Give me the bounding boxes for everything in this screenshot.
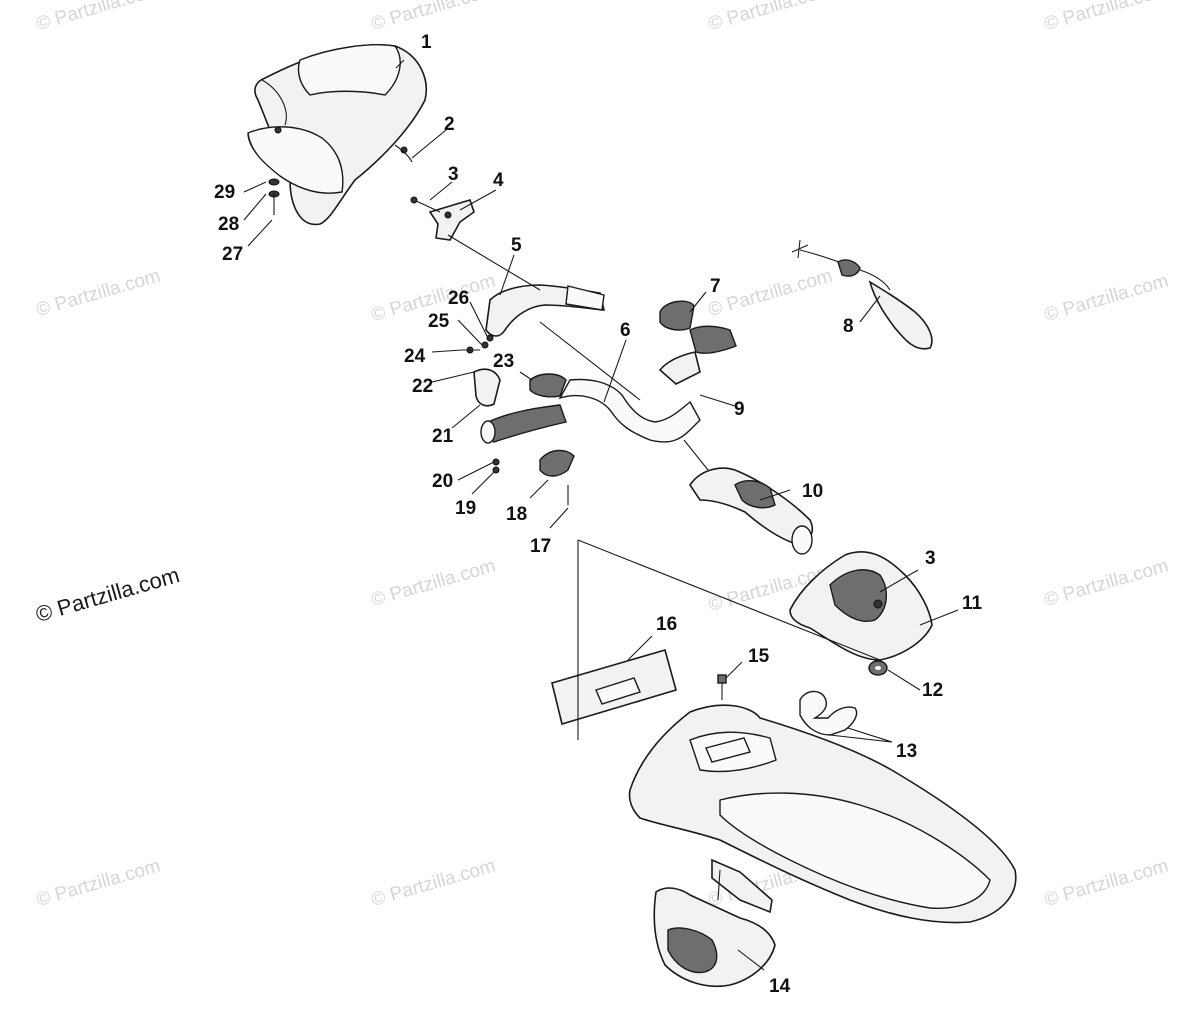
callout-3b: 3	[925, 548, 936, 569]
steering-base-part	[789, 550, 933, 661]
callout-3: 3	[448, 164, 459, 185]
steering-column-part	[689, 467, 814, 555]
callout-23: 23	[493, 351, 514, 372]
callout-16: 16	[656, 614, 677, 635]
callout-7: 7	[710, 276, 721, 297]
upper-bar-tube-part	[485, 284, 606, 337]
throttle-lever-part	[539, 449, 575, 477]
callout-21: 21	[432, 426, 454, 447]
decal-part	[799, 690, 858, 736]
callout-26: 26	[448, 288, 469, 309]
callout-6: 6	[620, 320, 631, 341]
callout-13: 13	[896, 741, 917, 762]
callout-10: 10	[802, 481, 823, 502]
callout-14: 14	[769, 976, 791, 997]
callout-25: 25	[428, 311, 450, 332]
callout-27: 27	[222, 244, 243, 265]
callout-28: 28	[218, 214, 239, 235]
fastener-hardware	[268, 178, 569, 505]
callout-5: 5	[511, 235, 522, 256]
callout-11: 11	[962, 593, 983, 614]
callout-8: 8	[843, 316, 854, 337]
washer-part	[868, 660, 888, 676]
callout-1: 1	[421, 32, 432, 53]
safety-lanyard-part	[791, 239, 933, 350]
callout-29: 29	[214, 182, 235, 203]
left-grip-part	[480, 404, 567, 444]
handlebar-part	[558, 325, 737, 443]
mounting-plate-part	[551, 649, 677, 726]
hood-body-part	[628, 704, 1017, 924]
callout-17: 17	[530, 536, 551, 557]
cover-bracket-part	[247, 126, 413, 194]
switch-housing-part	[473, 368, 567, 407]
end-cap-part	[659, 300, 695, 331]
callout-2: 2	[444, 114, 455, 135]
callout-9: 9	[734, 399, 745, 420]
leader-lines	[243, 59, 959, 971]
callout-20: 20	[432, 471, 453, 492]
bracket-clamp-part	[428, 199, 475, 241]
callout-22: 22	[412, 376, 433, 397]
callout-labels: 1 2 3 4 5 6 7 8 9 10 3 11 12 13 14 15 16…	[214, 32, 983, 997]
bolt-part	[410, 196, 441, 213]
callout-12: 12	[922, 680, 943, 701]
callout-18: 18	[506, 504, 527, 525]
callout-15: 15	[748, 646, 770, 667]
callout-4: 4	[493, 170, 504, 191]
screw-part	[717, 674, 727, 700]
front-bracket-part	[653, 858, 776, 988]
callout-24: 24	[404, 346, 426, 367]
callout-19: 19	[455, 498, 476, 519]
